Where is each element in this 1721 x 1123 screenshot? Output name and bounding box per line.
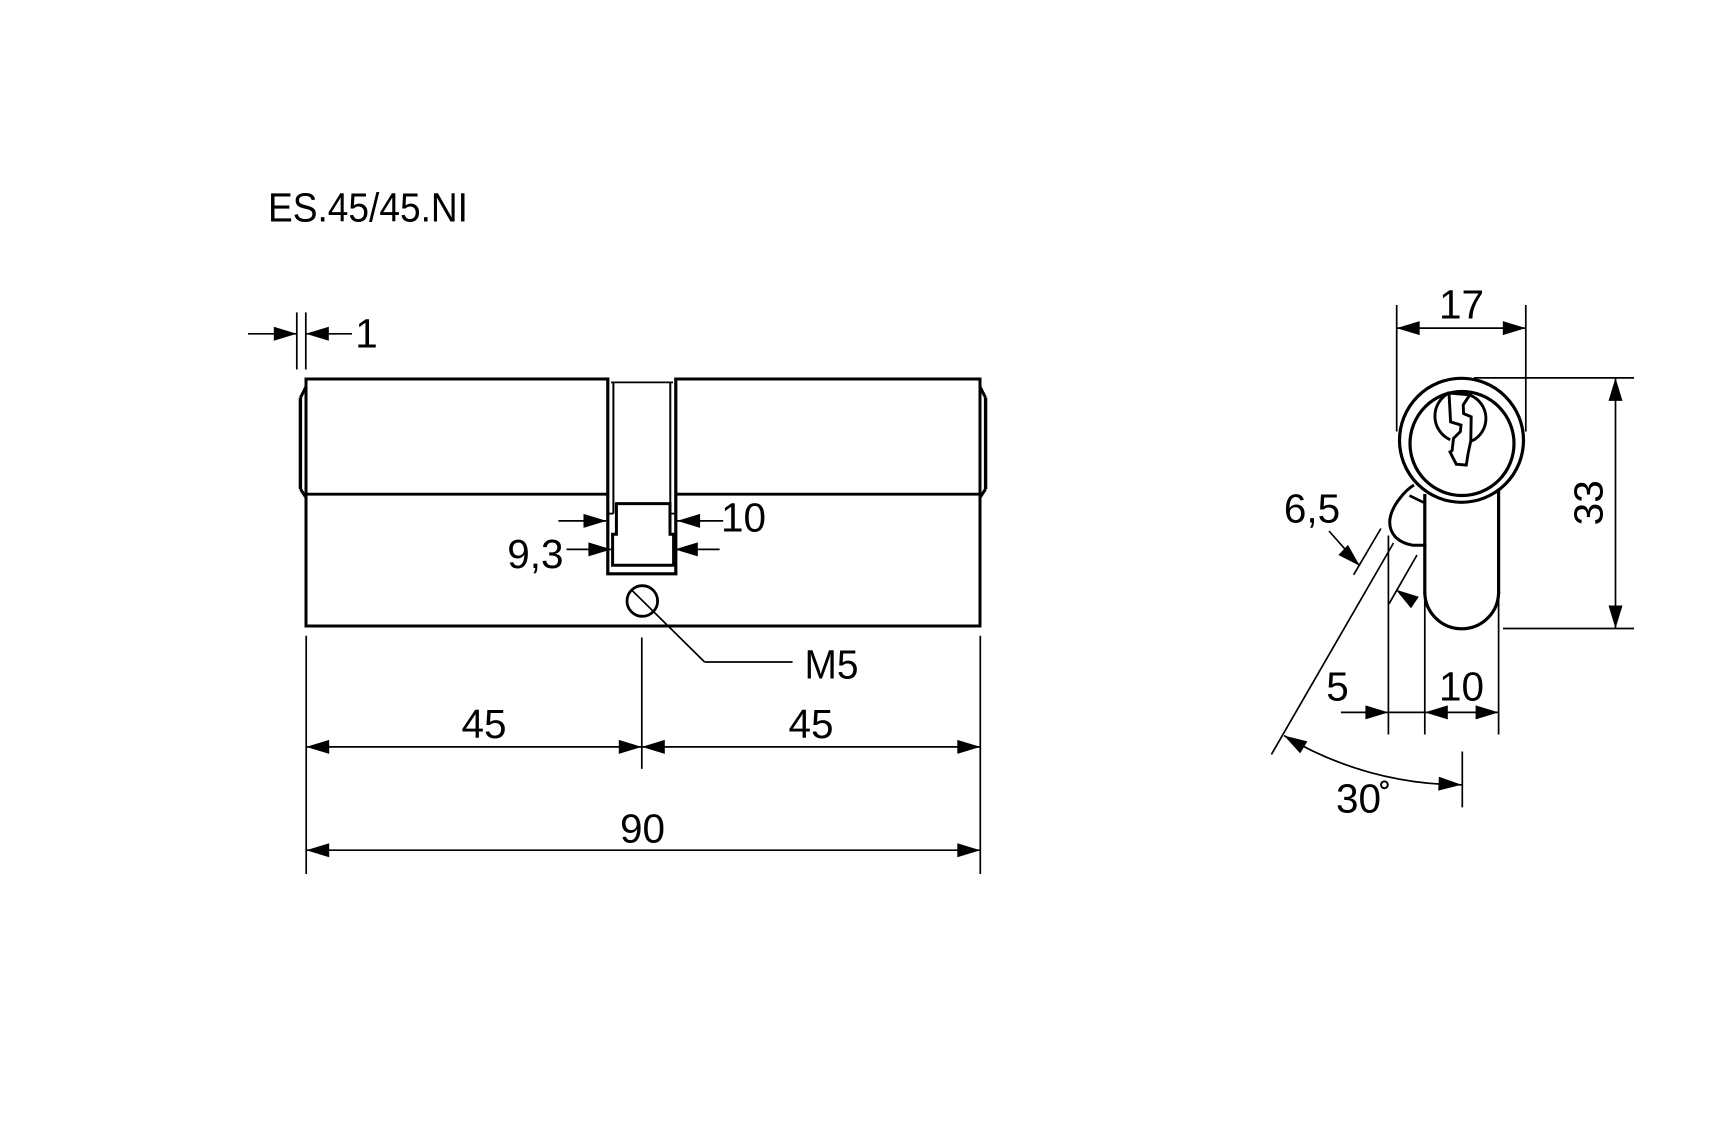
- svg-text:30: 30: [1336, 775, 1381, 821]
- svg-text:5: 5: [1326, 664, 1349, 710]
- svg-text:90: 90: [620, 805, 665, 851]
- svg-text:1: 1: [355, 311, 378, 357]
- svg-text:M5: M5: [805, 642, 859, 688]
- svg-text:9,3: 9,3: [507, 531, 563, 577]
- svg-text:33: 33: [1565, 480, 1611, 525]
- svg-text:6,5: 6,5: [1284, 485, 1340, 531]
- svg-text:45: 45: [461, 701, 506, 747]
- svg-text:45: 45: [788, 701, 833, 747]
- svg-text:ES.45/45.NI: ES.45/45.NI: [268, 184, 468, 230]
- svg-text:10: 10: [721, 494, 766, 540]
- svg-text:10: 10: [1439, 664, 1484, 710]
- svg-text:17: 17: [1439, 281, 1484, 327]
